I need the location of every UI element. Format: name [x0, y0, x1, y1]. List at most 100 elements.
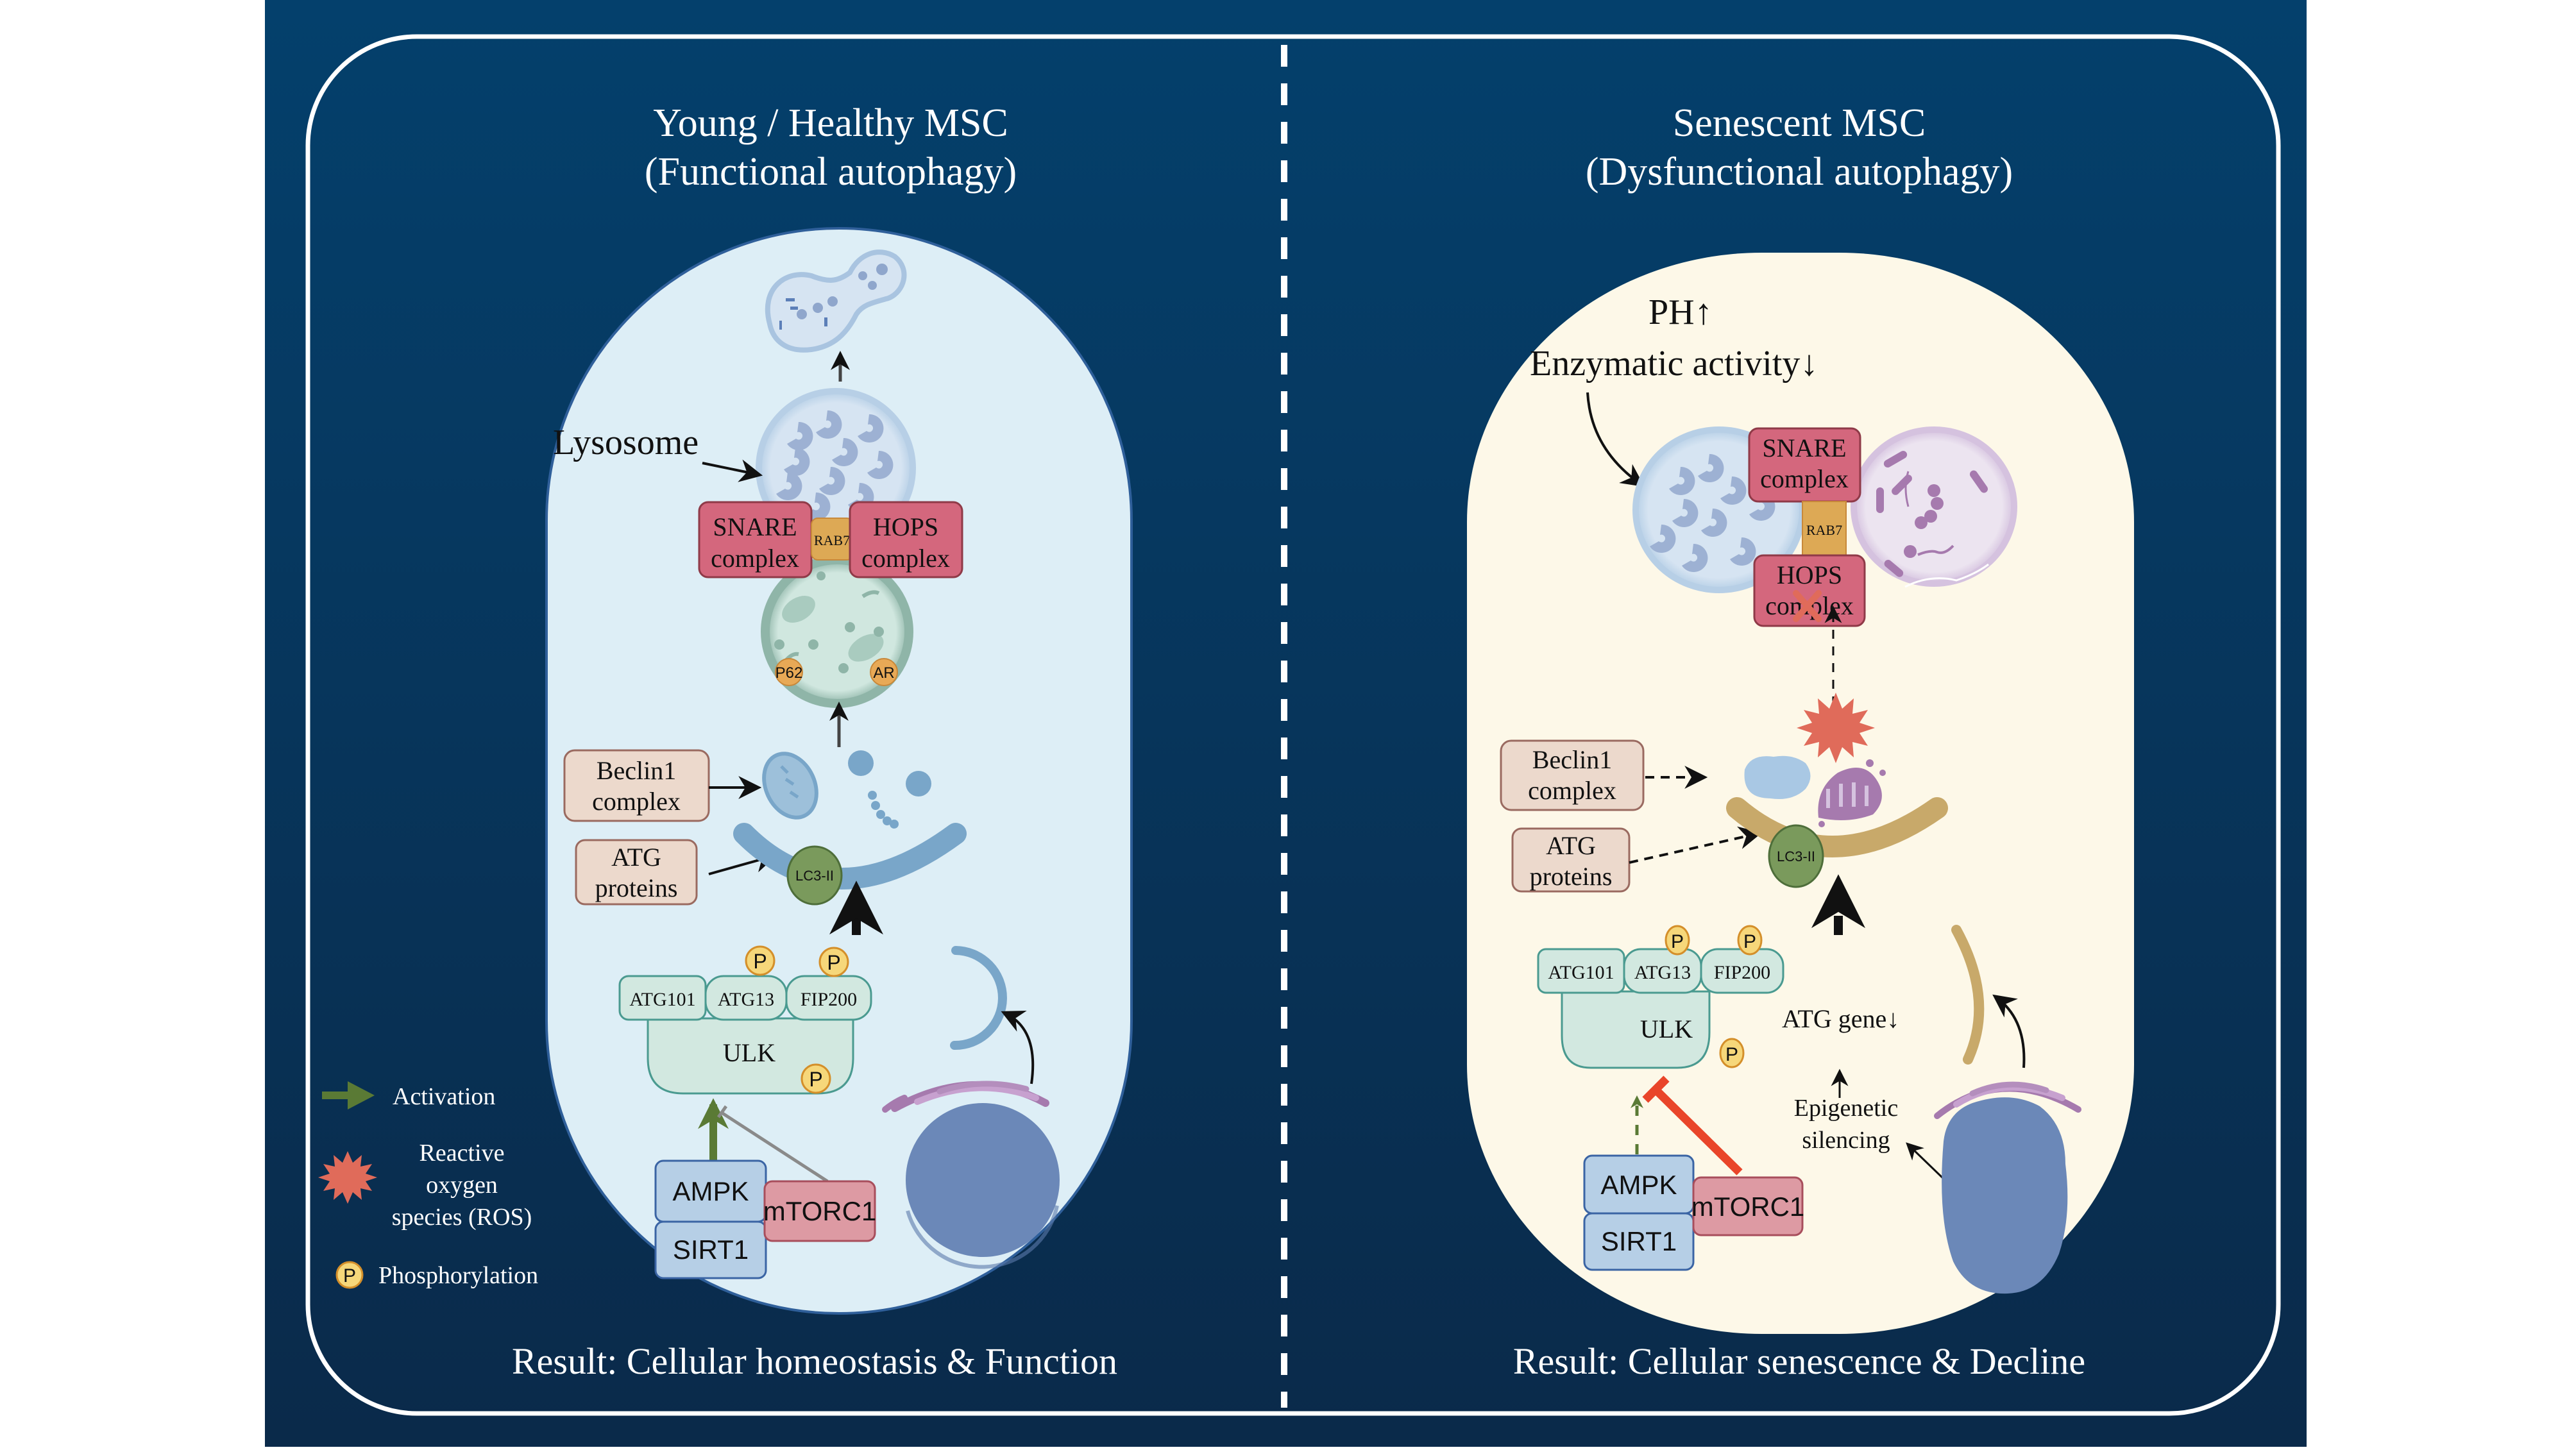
- fip200-label: FIP200: [801, 989, 857, 1010]
- ampk-box: AMPK: [654, 1159, 767, 1223]
- lysosome-pointer-arrow: [702, 459, 763, 482]
- mtorc1-inhibited-link: [720, 1111, 829, 1183]
- phospho-badge: P: [818, 947, 849, 977]
- hops-complex-box: HOPS complex: [849, 501, 963, 578]
- sirt1-label: SIRT1: [673, 1235, 749, 1265]
- atg13-box: ATG13: [704, 975, 788, 1021]
- ulk-complex: ULK ATG101 ATG13 FIP200 P P: [618, 945, 872, 1095]
- atg101-label: ATG101: [629, 989, 695, 1010]
- phospho-label: P: [827, 951, 840, 974]
- nucleus-icon: [906, 1103, 1060, 1269]
- ulk-complex: ULK ATG101 ATG13 FIP200 P P: [1537, 925, 1784, 1069]
- ampk-box: AMPK: [1583, 1154, 1695, 1215]
- healthy-title-line2: (Functional autophagy): [645, 150, 1017, 194]
- hops-complex-box: HOPS complex: [1753, 554, 1866, 627]
- hops-label: HOPS: [1777, 561, 1842, 589]
- phospho-badge: P: [1719, 1038, 1745, 1068]
- phospho-label: P: [1725, 1044, 1738, 1065]
- atg101-label: ATG101: [1548, 962, 1614, 983]
- inhibition-bar: [716, 1105, 728, 1118]
- atg-proteins-label: ATG: [611, 843, 661, 872]
- healthy-result: Result: Cellular homeostasis & Function: [512, 1340, 1117, 1382]
- senescent-cell: PH↑ Enzymatic activity↓: [1467, 253, 2134, 1334]
- snare-sublabel: complex: [1760, 464, 1849, 493]
- legend-phospho-symbol: P: [343, 1265, 356, 1286]
- sirt1-box: SIRT1: [1583, 1212, 1695, 1271]
- mtorc1-box: mTORC1: [1691, 1176, 1805, 1236]
- beclin1-complex-box: Beclin1 complex: [1500, 739, 1645, 811]
- autolysosome-icon: [765, 249, 907, 353]
- atg-proteins-label: ATG: [1546, 831, 1596, 860]
- ulk-label: ULK: [1640, 1015, 1693, 1043]
- phospho-label: P: [1743, 931, 1756, 952]
- phospho-badge: P: [1665, 925, 1690, 956]
- outer-frame: [305, 34, 2281, 1416]
- fip200-label: FIP200: [1714, 962, 1770, 983]
- phospho-icon: [335, 1261, 364, 1289]
- snare-label: SNARE: [713, 512, 797, 541]
- arrow-nucleus-to-epigenetic: [1906, 1142, 1946, 1181]
- mtorc1-inhibition-bar: [1642, 1075, 1670, 1103]
- atg13-box: ATG13: [1623, 948, 1702, 994]
- autophagosome-icon: [1851, 426, 2017, 588]
- legend-ros: Reactive oxygen species (ROS): [318, 1140, 532, 1231]
- nucleus-icon: [1942, 1097, 2068, 1294]
- lc3-ii-label: LC3-II: [795, 868, 834, 884]
- rab7-box: RAB7: [811, 518, 854, 561]
- phospho-label: P: [1671, 931, 1684, 952]
- beclin1-label: Beclin1: [597, 756, 676, 785]
- beclin1-sublabel: complex: [1528, 776, 1616, 805]
- legend-activation: Activation: [322, 1081, 495, 1110]
- arrow-golgi-to-membrane: [1992, 994, 2026, 1068]
- isolation-membrane-icon: [1951, 925, 1985, 1065]
- ulk-label: ULK: [723, 1038, 775, 1067]
- snare-label: SNARE: [1762, 434, 1846, 462]
- atg-proteins-sublabel: proteins: [595, 873, 678, 902]
- phospho-badge: P: [801, 1063, 831, 1094]
- legend: Activation Reactive oxygen species (ROS)…: [318, 1081, 538, 1289]
- phospho-badge: P: [1737, 925, 1763, 956]
- golgi-icon: [882, 1081, 1049, 1113]
- senescent-title-line2: (Dysfunctional autophagy): [1586, 150, 2013, 194]
- legend-ros-line3: species (ROS): [392, 1204, 532, 1231]
- rab7-box: RAB7: [1802, 501, 1847, 557]
- ph-label: PH↑: [1648, 292, 1713, 332]
- activation-arrow-icon: [322, 1081, 375, 1109]
- legend-ros-line1: Reactive: [419, 1140, 505, 1167]
- atg101-box: ATG101: [618, 975, 707, 1021]
- lc3-ii-label: LC3-II: [1777, 848, 1815, 864]
- isolation-membrane-icon: [950, 946, 1007, 1050]
- silencing-label: silencing: [1802, 1127, 1890, 1154]
- legend-ros-line2: oxygen: [426, 1172, 498, 1199]
- legend-phosphorylation: P Phosphorylation: [335, 1261, 538, 1289]
- healthy-cell: Lysosome P62 AR SNARE comp: [545, 227, 1133, 1315]
- ar-badge: AR: [870, 658, 898, 686]
- blocked-fusion-x-icon: [1793, 590, 1822, 622]
- atg-proteins-box: ATG proteins: [575, 839, 698, 906]
- mtorc1-inhibition-line: [1653, 1087, 1743, 1176]
- fip200-box: FIP200: [1700, 948, 1784, 994]
- phospho-label: P: [753, 950, 767, 973]
- protein-aggregate-icon: [1744, 755, 1811, 799]
- atg13-label: ATG13: [1634, 962, 1691, 983]
- mtorc1-label: mTORC1: [1691, 1192, 1805, 1222]
- atg13-label: ATG13: [718, 989, 774, 1010]
- p62-badge: P62: [775, 658, 803, 686]
- rab7-label: RAB7: [1806, 522, 1842, 538]
- epigenetic-label: Epigenetic: [1794, 1095, 1898, 1122]
- snare-complex-box: SNARE complex: [1748, 427, 1861, 503]
- enzymatic-activity-label: Enzymatic activity↓: [1530, 344, 1818, 384]
- damaged-mitochondria-icon: [1818, 759, 1886, 827]
- lc3-ii-badge: LC3-II: [786, 845, 843, 906]
- senescent-title-line1: Senescent MSC: [1673, 101, 1926, 145]
- sirt1-box: SIRT1: [654, 1220, 767, 1279]
- hops-label: HOPS: [873, 512, 938, 541]
- atg101-box: ATG101: [1537, 948, 1625, 994]
- beclin1-label: Beclin1: [1532, 745, 1612, 774]
- snare-complex-box: SNARE complex: [698, 501, 813, 578]
- legend-activation-label: Activation: [393, 1083, 495, 1110]
- phospho-label: P: [809, 1068, 822, 1091]
- sirt1-label: SIRT1: [1601, 1226, 1677, 1256]
- fip200-box: FIP200: [785, 975, 872, 1021]
